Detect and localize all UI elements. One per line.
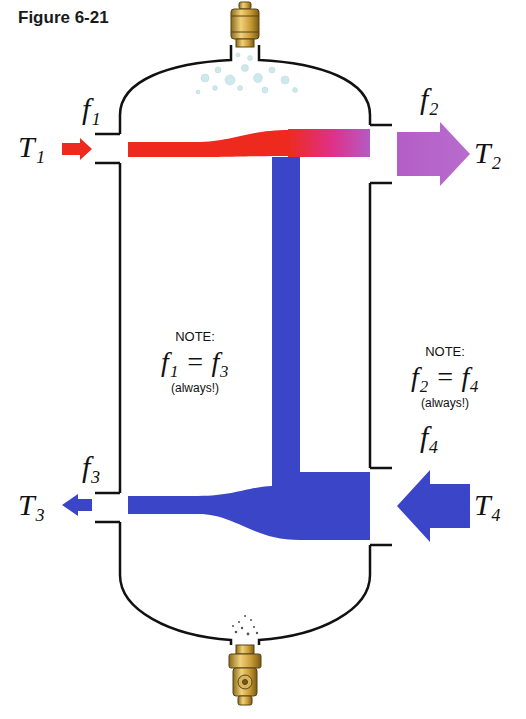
flow-label: f₄ xyxy=(420,420,439,455)
mixed-out-arrow xyxy=(397,122,470,186)
note-remark: (always!) xyxy=(171,382,219,396)
temperature-label: T₄ xyxy=(474,488,501,523)
note-heading: NOTE: xyxy=(425,345,465,360)
flow-label: f₃ xyxy=(82,450,101,485)
mixing-zone xyxy=(288,129,370,157)
separator-vessel xyxy=(95,45,392,645)
sediment-dots xyxy=(232,615,258,635)
flow-label: f₁ xyxy=(82,92,101,127)
cool-return-stream xyxy=(128,157,370,540)
note-heading: NOTE: xyxy=(175,330,215,345)
drain-valve xyxy=(229,645,261,705)
flow-equation: f₁ = f₃ xyxy=(161,346,229,378)
temperature-label: T₂ xyxy=(474,136,501,171)
air-vent xyxy=(231,2,259,47)
temperature-label: T₁ xyxy=(18,130,45,165)
return-in-arrow xyxy=(397,470,470,542)
temperature-label: T₃ xyxy=(18,488,45,523)
air-bubbles xyxy=(196,53,298,94)
note-remark: (always!) xyxy=(421,397,469,411)
figure-title: Figure 6-21 xyxy=(18,8,109,28)
flow-equation: f₂ = f₄ xyxy=(411,361,479,393)
hot-supply-stream xyxy=(128,130,290,157)
flow-label: f₂ xyxy=(420,82,439,117)
return-out-arrow xyxy=(62,494,92,516)
supply-in-arrow xyxy=(62,138,92,160)
